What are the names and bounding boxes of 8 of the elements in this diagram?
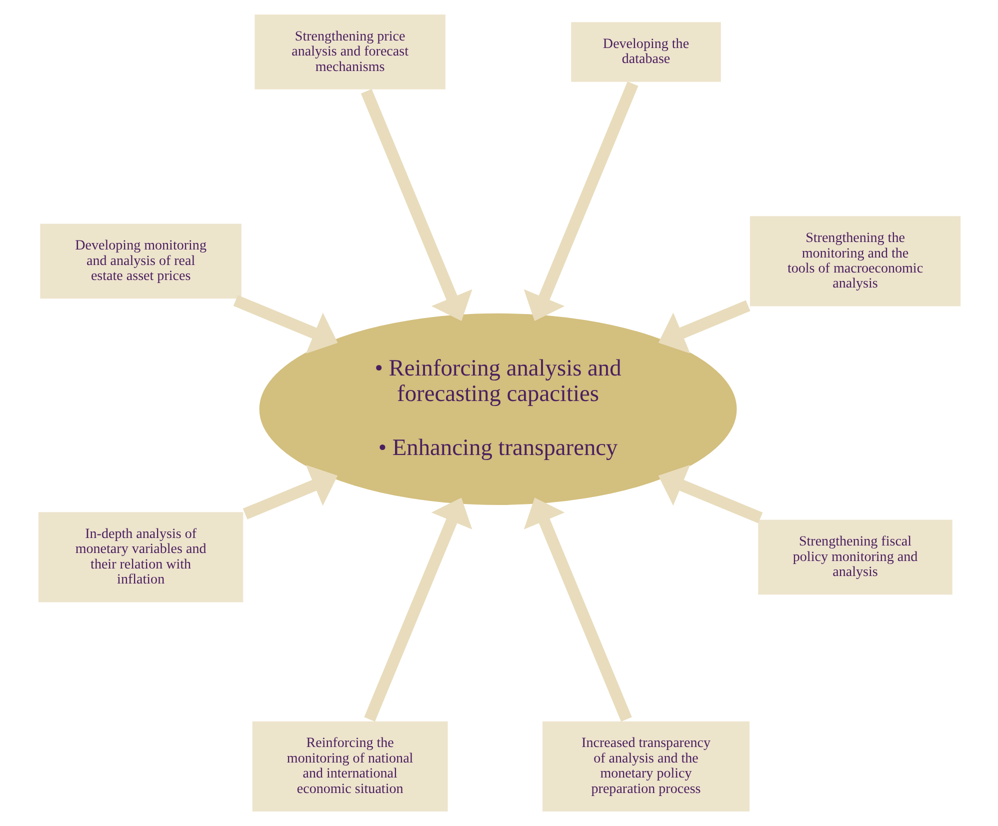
arrow: [364, 498, 472, 722]
arrow: [658, 464, 762, 524]
arrow: [242, 464, 338, 520]
arrow: [360, 89, 472, 322]
arrow: [523, 81, 638, 322]
arrow: [232, 295, 338, 354]
arrow: [658, 300, 750, 354]
arrow: [523, 498, 632, 722]
